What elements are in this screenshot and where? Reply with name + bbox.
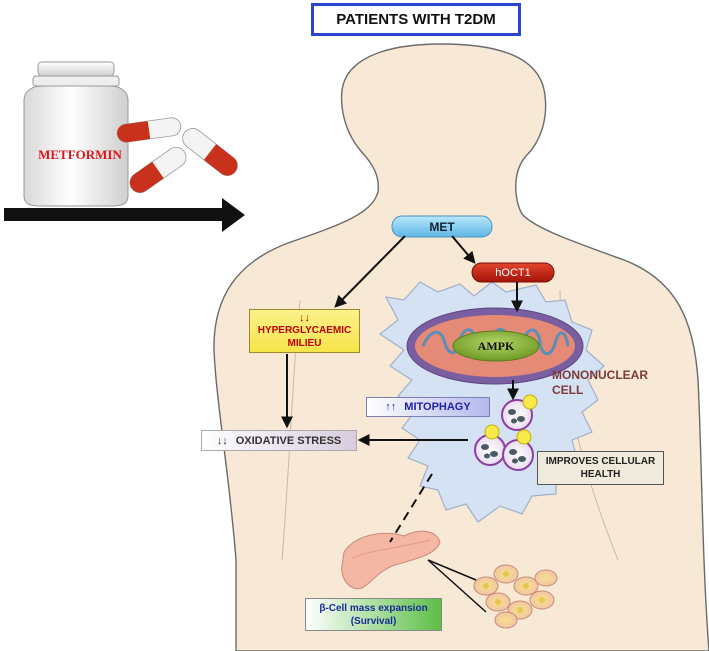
oxidative-stress-label: OXIDATIVE STRESS: [235, 434, 342, 447]
beta-cell-line1: β-Cell mass expansion: [319, 602, 428, 614]
bottle-icon: [23, 61, 129, 207]
oxidative-stress-box: ↓↓ OXIDATIVE STRESS: [201, 430, 357, 451]
cell-label: MONONUCLEAR CELL: [552, 368, 664, 402]
improves-line1: IMPROVES CELLULAR: [545, 456, 656, 467]
arrow-met-to-hyperglycaemic: [334, 235, 406, 308]
up-arrows-icon: ↑↑: [385, 401, 397, 413]
mitophagy-label: MITOPHAGY: [404, 401, 471, 413]
arrow-met-to-hoct1: [451, 235, 476, 264]
autophagosome-icon: [501, 394, 538, 431]
hyperglycaemic-label: HYPERGLYCAEMIC: [257, 324, 352, 336]
improves-health-box: IMPROVES CELLULAR HEALTH: [537, 451, 664, 485]
page-title: PATIENTS WITH T2DM: [311, 3, 521, 36]
line-pancreas-to-cells-1: [427, 559, 477, 581]
dashed-cell-to-pancreas: [389, 473, 433, 543]
autophagosome-icon: [474, 424, 506, 466]
administration-arrow: [4, 198, 245, 232]
transporter-label: hOCT1: [495, 266, 531, 279]
capsule-icon: [129, 146, 187, 194]
improves-line2: HEALTH: [580, 469, 621, 480]
down-arrows-icon: ↓↓: [299, 311, 310, 324]
capsule-icon: [182, 128, 238, 176]
met-capsule: [391, 215, 493, 238]
mitochondrion-icon: [406, 307, 584, 385]
milieu-label: MILIEU: [287, 337, 322, 349]
autophagosome-icon: [502, 429, 534, 471]
pancreas-icon: [341, 530, 441, 590]
bottle-label: METFORMIN: [38, 147, 122, 162]
down-arrows-icon: ↓↓: [216, 434, 228, 447]
hyperglycaemic-box: ↓↓ HYPERGLYCAEMIC MILIEU: [249, 309, 360, 353]
transporter-capsule: [471, 262, 555, 283]
met-label: MET: [429, 219, 455, 234]
line-pancreas-to-cells-2: [427, 559, 487, 613]
cell-label-line2: CELL: [552, 383, 584, 397]
beta-cell-box: β-Cell mass expansion (Survival): [305, 598, 442, 631]
mitophagy-box: ↑↑ MITOPHAGY: [366, 397, 490, 417]
ampk-label: AMPK: [477, 338, 515, 353]
cell-label-line1: MONONUCLEAR: [552, 368, 648, 382]
capsule-icon: [116, 117, 182, 143]
beta-cell-line2: (Survival): [350, 615, 397, 627]
beta-cell-cluster: [473, 564, 558, 629]
